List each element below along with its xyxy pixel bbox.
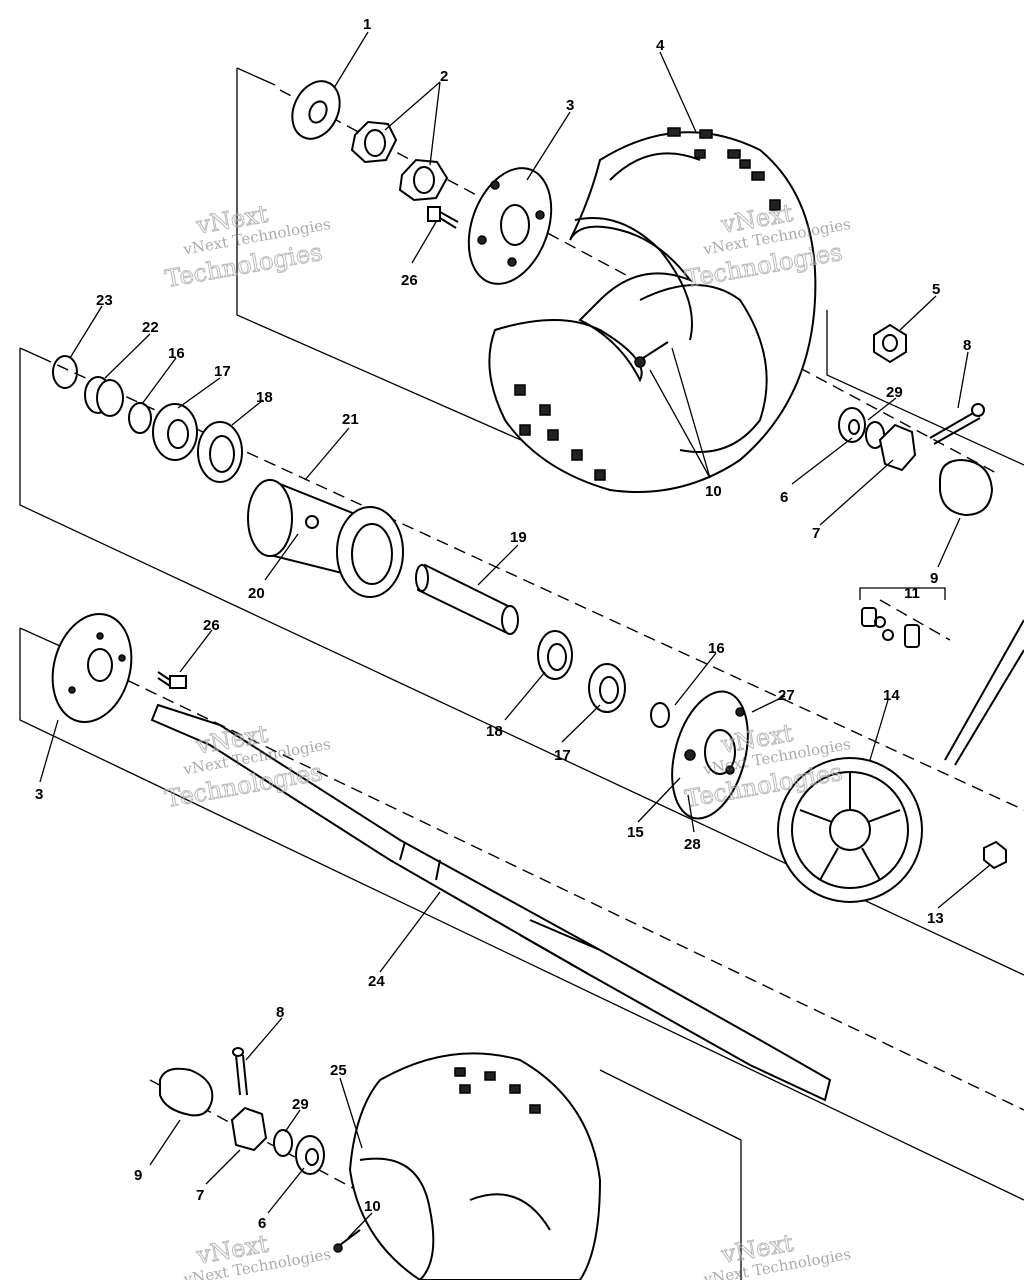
- nut-part-2a: [350, 120, 398, 164]
- callout-23: 23: [96, 292, 113, 309]
- callout-15: 15: [627, 824, 644, 841]
- callout-10-top: 10: [705, 483, 722, 500]
- callout-8-top: 8: [963, 337, 971, 354]
- sprocket-hub-part-15: [671, 690, 749, 820]
- washer-part-29-bot: [273, 1129, 293, 1157]
- bearing-part-18-left: [197, 421, 243, 483]
- spacer-tube-part-19: [415, 563, 519, 635]
- callout-29-top: 29: [886, 384, 903, 401]
- callout-25: 25: [330, 1062, 347, 1079]
- callout-3-mid: 3: [35, 786, 43, 803]
- axle-shaft-part-24: [150, 703, 832, 1102]
- hub-part-3-top: [467, 167, 553, 285]
- housing-part-21: [247, 478, 404, 598]
- drive-chain: [944, 619, 1024, 766]
- nut-part-5: [873, 323, 907, 364]
- callout-26-mid: 26: [203, 617, 220, 634]
- callout-27: 27: [778, 687, 795, 704]
- callout-6-top: 6: [780, 489, 788, 506]
- callout-19: 19: [510, 529, 527, 546]
- sprocket-part-14: [777, 757, 923, 903]
- circlip-part-23: [52, 355, 78, 389]
- callout-1: 1: [363, 16, 371, 33]
- callout-10-bot: 10: [364, 1198, 381, 1215]
- cotter-pin-part-8-top: [929, 403, 985, 445]
- axle-assembly: [51, 612, 832, 1102]
- callout-6-bot: 6: [258, 1215, 266, 1232]
- bearing-housing-assembly: [52, 355, 1024, 903]
- callout-9-top: 9: [930, 570, 938, 587]
- callout-17-left: 17: [214, 363, 231, 380]
- callout-17-right: 17: [554, 747, 571, 764]
- bottom-wheel-assembly: [159, 1047, 602, 1280]
- watermark-top-right: vNext vNext Technologies Technologies: [683, 198, 852, 293]
- callout-labels: 1 2 3 4 26 5 8 29 10 6 7 9 11 23 22 16 1…: [35, 16, 971, 1232]
- nut-part-2b: [398, 158, 449, 202]
- bolt-part-26-top: [427, 206, 459, 229]
- castle-nut-part-7-top: [878, 423, 917, 472]
- seal-part-17-left: [152, 403, 198, 461]
- callout-26-top: 26: [401, 272, 418, 289]
- seal-part-17-right: [588, 663, 626, 713]
- callout-7-bot: 7: [196, 1187, 204, 1204]
- washer-part-1: [291, 80, 341, 140]
- callout-4: 4: [656, 37, 665, 54]
- cap-part-9-top: [939, 458, 994, 517]
- nut-part-13: [983, 840, 1007, 870]
- callout-5: 5: [932, 281, 940, 298]
- bushing-part-22: [84, 376, 124, 417]
- callout-22: 22: [142, 319, 159, 336]
- callout-21: 21: [342, 411, 359, 428]
- hub-part-3-mid: [51, 612, 133, 724]
- callout-7-top: 7: [812, 525, 820, 542]
- castle-nut-part-7-bot: [230, 1106, 268, 1152]
- bolt-part-26-mid: [157, 671, 187, 689]
- callout-3-top: 3: [566, 97, 574, 114]
- cotter-pin-part-8-bot: [232, 1047, 248, 1096]
- callout-16-right: 16: [708, 640, 725, 657]
- chain-link-part-11: [861, 607, 920, 648]
- watermark-bottom-right: vNext vNext Technologies: [701, 1228, 852, 1280]
- callout-18-right: 18: [486, 723, 503, 740]
- cap-part-9-bot: [159, 1067, 214, 1117]
- tire-part-4: [488, 127, 817, 493]
- callout-24: 24: [368, 973, 385, 990]
- callout-28: 28: [684, 836, 701, 853]
- callout-18-left: 18: [256, 389, 273, 406]
- o-ring-part-16-left: [128, 402, 152, 434]
- callout-13: 13: [927, 910, 944, 927]
- tire-part-25: [333, 1052, 602, 1280]
- callout-14: 14: [883, 687, 900, 704]
- callout-8-bot: 8: [276, 1004, 284, 1021]
- callout-11: 11: [904, 585, 920, 602]
- o-ring-part-16-right: [650, 702, 670, 728]
- watermark-bottom-left: vNext vNext Technologies: [181, 1229, 332, 1280]
- callout-2: 2: [440, 68, 448, 85]
- leader-lines: [39, 31, 991, 1239]
- washer-part-6-bot: [295, 1135, 325, 1175]
- callout-20: 20: [248, 585, 265, 602]
- washer-part-6-top: [838, 407, 866, 443]
- callout-16-left: 16: [168, 345, 185, 362]
- callout-9-bot: 9: [134, 1167, 142, 1184]
- watermark-top-left: vNext vNext Technologies Technologies: [163, 199, 332, 293]
- top-wheel-assembly: [291, 80, 994, 517]
- callout-29-bot: 29: [292, 1096, 309, 1113]
- bearing-part-18-right: [537, 630, 573, 680]
- frame-lines: [19, 67, 1024, 1280]
